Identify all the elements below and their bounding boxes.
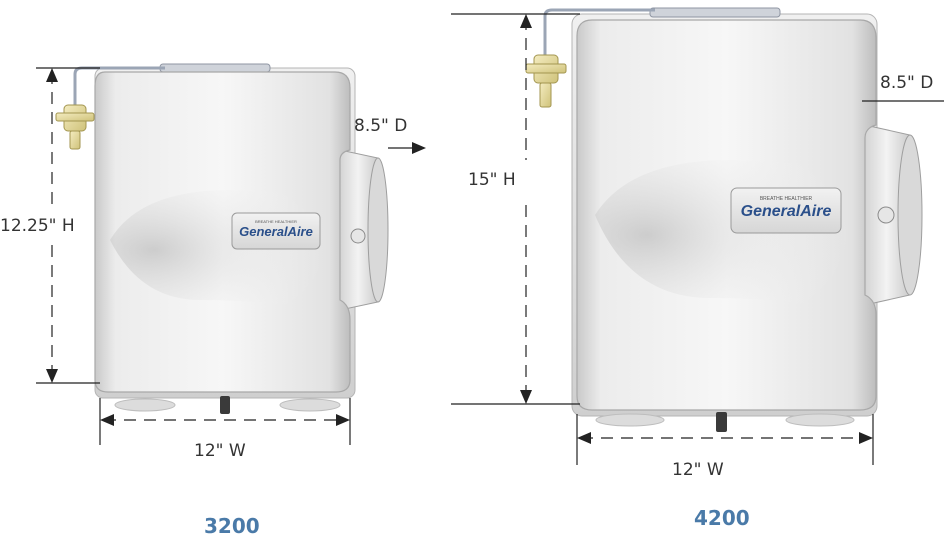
foot [785, 413, 855, 427]
valve-stem [69, 130, 81, 150]
depth-label-3200: 8.5" D [354, 116, 408, 136]
model-label-3200: 3200 [204, 514, 260, 538]
arrowheads [46, 14, 873, 444]
arrow-down [520, 390, 532, 404]
arrow-right [336, 414, 350, 426]
top-bracket [649, 7, 781, 18]
drain-fitting [220, 396, 230, 414]
duct-opening [367, 157, 389, 303]
water-line [543, 8, 655, 55]
arrow-up [520, 14, 532, 28]
foot [114, 398, 176, 412]
damper-knob [877, 206, 895, 224]
valve-body [525, 63, 567, 74]
logo-text: GeneralAire [741, 203, 832, 220]
arrow-left [577, 432, 591, 444]
valve-stem [539, 82, 552, 108]
duct-opening [897, 134, 923, 296]
top-bracket [159, 63, 271, 73]
logo-text: GeneralAire [239, 224, 313, 239]
model-label-4200: 4200 [694, 506, 750, 530]
damper-knob [350, 228, 366, 244]
arrow-right [859, 432, 873, 444]
arrow-right [412, 142, 426, 154]
drain-fitting [716, 412, 727, 432]
logo-badge [730, 187, 842, 234]
depth-label-4200: 8.5" D [880, 73, 934, 93]
humidifier-4200 [525, 7, 923, 432]
logo-tagline: BREATHE HEALTHIER [760, 196, 813, 202]
valve-body [55, 112, 95, 122]
foot [279, 398, 341, 412]
logo-tagline: BREATHE HEALTHIER [255, 219, 297, 224]
foot [595, 413, 665, 427]
humidifier-3200 [55, 63, 389, 414]
arrow-up [46, 68, 58, 82]
height-label-4200: 15" H [468, 170, 516, 190]
width-label-4200: 12" W [672, 460, 724, 480]
height-label-3200: 12.25" H [0, 216, 75, 236]
logo-badge [231, 212, 321, 250]
dimension-lines [36, 13, 944, 465]
width-label-3200: 12" W [194, 441, 246, 461]
arrow-down [46, 369, 58, 383]
arrow-left [100, 414, 114, 426]
